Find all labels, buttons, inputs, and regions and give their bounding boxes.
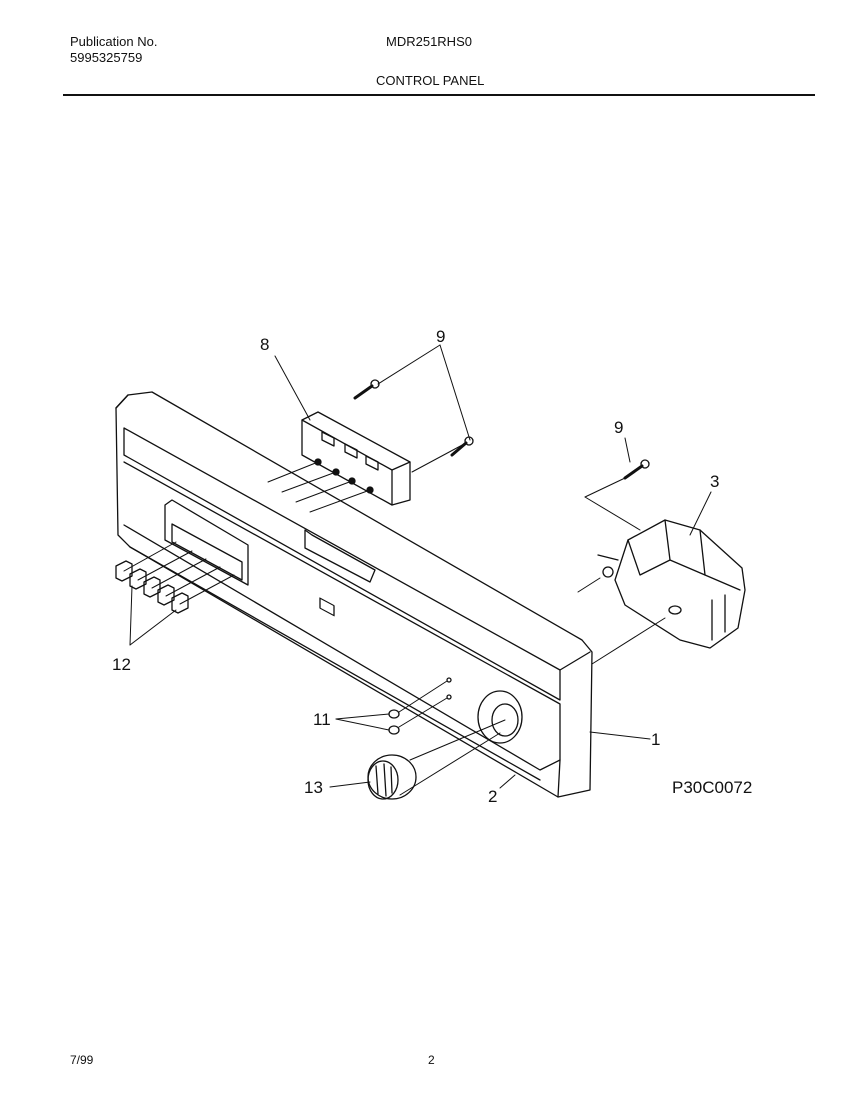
- callout-9-upper: 9: [436, 327, 445, 346]
- callout-11: 11: [313, 710, 331, 729]
- screw-parts: [353, 379, 650, 480]
- section-title: CONTROL PANEL: [376, 73, 485, 88]
- callout-2: 2: [488, 787, 497, 806]
- push-button-parts: [115, 560, 189, 614]
- callout-1: 1: [651, 730, 660, 749]
- switch-bracket-part: [301, 411, 411, 617]
- figure-code: P30C0072: [672, 778, 753, 797]
- page-number: 2: [428, 1053, 435, 1067]
- callout-13: 13: [304, 778, 323, 797]
- callout-12: 12: [112, 655, 131, 674]
- lens-parts: [388, 709, 400, 735]
- footer-date: 7/99: [70, 1053, 94, 1067]
- callout-8: 8: [260, 335, 269, 354]
- publication-number: 5995325759: [70, 50, 143, 65]
- callout-9-timer: 9: [614, 418, 623, 437]
- publication-label: Publication No.: [70, 34, 158, 49]
- control-panel-part: [115, 391, 593, 798]
- model-number: MDR251RHS0: [386, 34, 472, 49]
- header-rule: [63, 94, 815, 96]
- callout-3: 3: [710, 472, 719, 491]
- timer-part: [597, 519, 746, 649]
- knob-part: [367, 754, 417, 800]
- leader-lines: [123, 344, 712, 796]
